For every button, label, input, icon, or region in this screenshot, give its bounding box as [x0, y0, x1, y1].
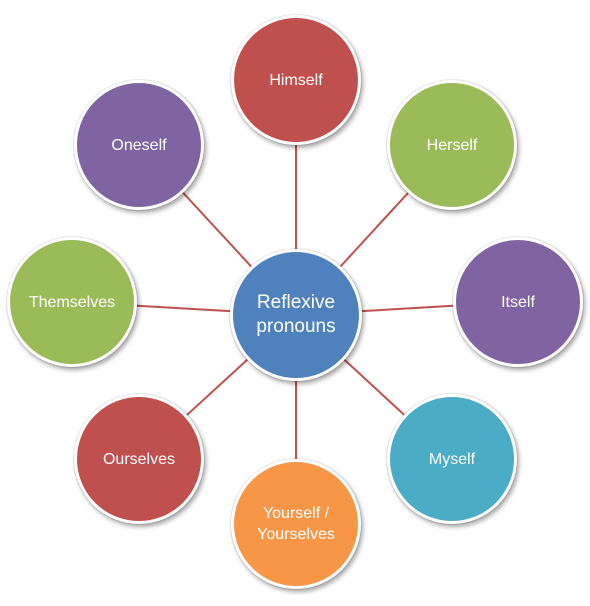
center-node: Reflexive pronouns [230, 249, 362, 381]
node-label: Ourselves [102, 450, 176, 468]
node-myself: Myself [387, 394, 517, 524]
node-label: Oneself [111, 136, 167, 154]
node-label: Yourself / Yourselves [257, 505, 335, 543]
connector-itself [361, 304, 454, 313]
connector-herself [339, 192, 409, 268]
connector-ourselves [186, 358, 249, 416]
connector-myself [343, 359, 405, 416]
connector-oneself [182, 192, 252, 268]
node-label: Themselves [28, 293, 116, 311]
node-itself: Itself [453, 237, 583, 367]
node-label: Himself [269, 71, 323, 89]
node-oneself: Oneself [74, 80, 204, 210]
node-label: Myself [428, 450, 476, 468]
node-ourselves: Ourselves [74, 394, 204, 524]
center-label: Reflexive pronouns [256, 292, 336, 337]
node-himself: Himself [231, 15, 361, 145]
node-themselves: Themselves [7, 237, 137, 367]
node-yourself: Yourself / Yourselves [231, 459, 361, 589]
node-herself: Herself [387, 80, 517, 210]
node-label: Itself [501, 293, 535, 311]
node-label: Herself [426, 136, 478, 154]
connector-themselves [136, 304, 231, 313]
